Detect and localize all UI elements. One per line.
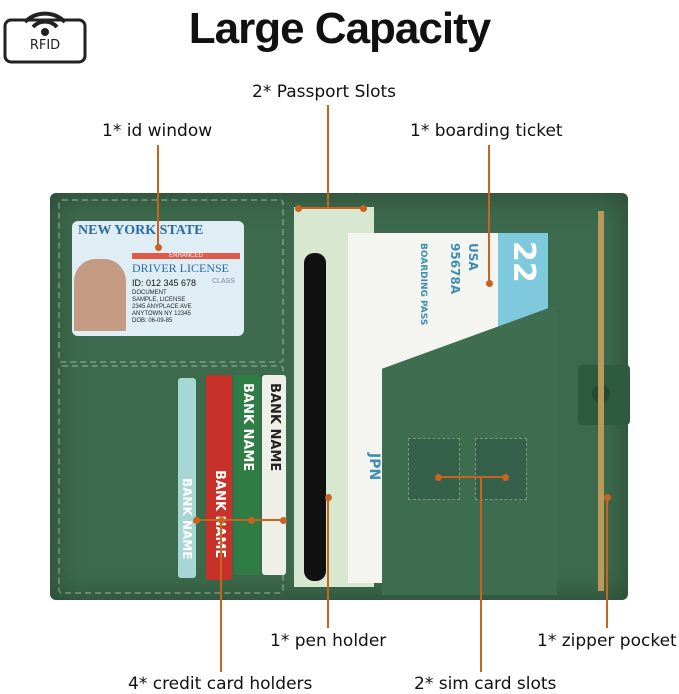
page-title: Large Capacity: [188, 4, 491, 53]
bank-card: BANK NAME: [234, 375, 260, 575]
bank-card: BANK NAME: [262, 375, 286, 575]
id-state: NEW YORK STATE: [78, 223, 204, 238]
rfid-label: RFID: [29, 38, 61, 53]
marker-dot: [248, 517, 255, 524]
marker-dot: [295, 205, 302, 212]
id-line: DOCUMENT: [132, 290, 167, 296]
marker-dot: [280, 517, 287, 524]
bank-card-label: BANK NAME: [212, 470, 227, 559]
leader-line: [437, 476, 505, 478]
id-details: DOCUMENT SAMPLE, LICENSE 2345 ANYPLACE A…: [132, 290, 192, 325]
leader-line: [480, 477, 482, 672]
leader-line: [157, 145, 159, 247]
id-number: ID: 012 345 678: [132, 278, 197, 288]
boarding-to: JPN: [366, 453, 382, 481]
snap-tab[interactable]: [578, 365, 630, 425]
id-line: ANYTOWN NY 12345: [132, 311, 191, 317]
label-boarding-ticket: 1* boarding ticket: [410, 121, 563, 141]
bank-card-label: BANK NAME: [240, 383, 255, 472]
label-zipper-pocket: 1* zipper pocket: [537, 631, 677, 651]
boarding-flight: 95678A: [448, 243, 462, 295]
label-id-window: 1* id window: [102, 121, 213, 141]
left-panel: [58, 199, 284, 363]
boarding-seat: 22: [506, 241, 541, 283]
marker-dot: [193, 517, 200, 524]
id-line: 2345 ANYPLACE AVE: [132, 304, 192, 310]
bank-card-label: BANK NAME: [267, 383, 282, 472]
marker-dot: [360, 205, 367, 212]
boarding-title: BOARDING PASS: [418, 243, 428, 326]
id-line: SAMPLE, LICENSE: [132, 297, 186, 303]
bank-card: BANK NAME: [206, 375, 232, 580]
marker-dot: [218, 517, 225, 524]
leader-line: [220, 520, 222, 672]
wallet: NEW YORK STATE ENHANCED DRIVER LICENSE I…: [50, 193, 630, 600]
label-pen-holder: 1* pen holder: [270, 631, 387, 651]
leader-line: [606, 497, 608, 628]
marker-dot: [325, 494, 332, 501]
zipper[interactable]: [598, 211, 604, 591]
leader-line: [327, 105, 329, 208]
marker-dot: [155, 244, 162, 251]
id-window: NEW YORK STATE ENHANCED DRIVER LICENSE I…: [72, 221, 244, 336]
leader-line: [488, 145, 490, 283]
leader-line: [327, 497, 329, 628]
leader-line: [297, 207, 363, 209]
id-line: DOB: 06-09-85: [132, 318, 173, 324]
id-type: DRIVER LICENSE: [132, 261, 229, 275]
marker-dot: [486, 280, 493, 287]
label-passport-slots: 2* Passport Slots: [252, 82, 397, 102]
label-credit-card-holders: 4* credit card holders: [128, 674, 313, 694]
rfid-badge: RFID: [2, 2, 88, 64]
marker-dot: [502, 474, 509, 481]
sim-slot: [475, 438, 527, 500]
boarding-from: USA: [466, 243, 480, 271]
marker-dot: [435, 474, 442, 481]
sim-slot: [408, 438, 460, 500]
id-enhanced: ENHANCED: [132, 253, 240, 259]
rfid-signal-icon: [3, 11, 87, 64]
pen: [304, 253, 326, 581]
label-sim-card-slots: 2* sim card slots: [414, 674, 557, 694]
bank-card-label: BANK NAME: [180, 478, 194, 560]
id-class: CLASS: [212, 278, 235, 285]
id-photo: [74, 259, 126, 331]
bank-card: BANK NAME: [178, 378, 196, 578]
leader-line: [195, 519, 285, 521]
marker-dot: [604, 494, 611, 501]
